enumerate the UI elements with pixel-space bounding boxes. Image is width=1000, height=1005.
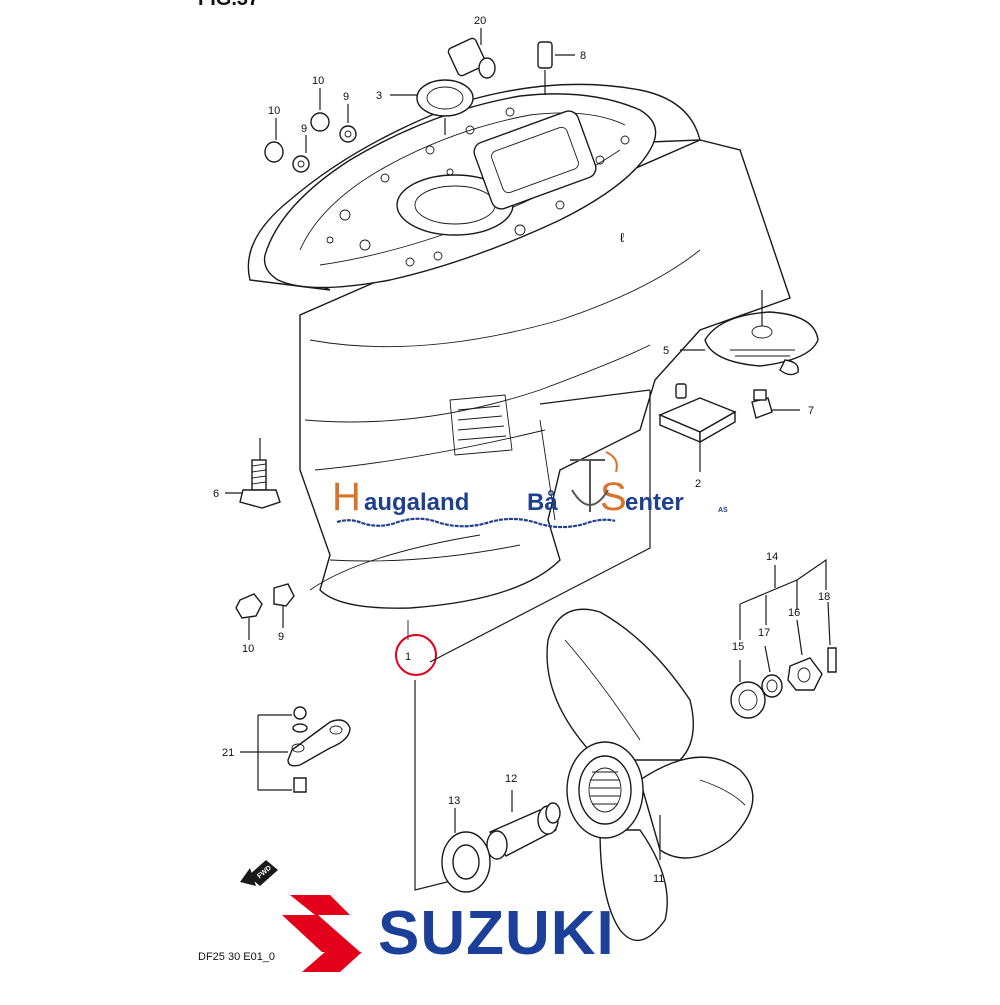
- part-8-pin: 8: [537, 41, 586, 95]
- figure-code: DF25 30 E01_0: [198, 951, 275, 963]
- parts-9-10-lower: 10 9: [235, 583, 295, 655]
- dealer-watermark: H augaland Bå S enter AS: [332, 451, 728, 529]
- callout-6: 6: [213, 488, 219, 500]
- svg-text:ℓ: ℓ: [620, 230, 625, 245]
- callout-3: 3: [376, 90, 382, 102]
- callout-16: 16: [788, 607, 800, 619]
- part-21-plate: 21: [222, 706, 351, 793]
- rope-line: [336, 517, 616, 529]
- callout-20: 20: [474, 15, 486, 27]
- callout-1-bracket: [414, 390, 651, 891]
- gear-case: ℓ: [247, 83, 791, 640]
- callout-18: 18: [818, 591, 830, 603]
- parts-9-10-upper: 10 10 9 9: [264, 75, 357, 173]
- part-6-bolt: 6: [213, 438, 281, 509]
- callout-15: 15: [732, 641, 744, 653]
- watermark-word-3: enter: [625, 489, 684, 516]
- watermark-word-1: augaland: [364, 489, 469, 516]
- part-20-plug: 20: [447, 15, 496, 79]
- callout-11: 11: [653, 873, 664, 885]
- callout-9-c: 9: [278, 631, 284, 643]
- watermark-word-2: Bå: [527, 489, 558, 516]
- part-12-spacer: 12: [486, 773, 561, 860]
- callout-10-c: 10: [242, 643, 254, 655]
- part-11-propeller: 11: [546, 608, 754, 942]
- callout-8: 8: [580, 50, 586, 62]
- callout-10-a: 10: [268, 105, 280, 117]
- suzuki-logo: SUZUKI: [282, 895, 615, 972]
- callout-12: 12: [505, 773, 517, 785]
- callout-17: 17: [758, 627, 770, 639]
- callout-2: 2: [695, 478, 701, 490]
- suzuki-s-mark: [282, 895, 362, 972]
- part-7-bolt: 7: [751, 389, 814, 419]
- callout-9-a: 9: [343, 91, 349, 103]
- callout-9-b: 9: [301, 123, 307, 135]
- watermark-initial-h: H: [332, 475, 361, 519]
- suzuki-wordmark: SUZUKI: [378, 899, 615, 968]
- callout-7: 7: [808, 405, 814, 417]
- anchor-icon: [570, 451, 618, 512]
- callout-1: 1: [405, 651, 411, 663]
- parts-14-18-nut-kit: 15 17 16 18 14: [730, 551, 837, 719]
- watermark-suffix: AS: [718, 507, 728, 514]
- part-13-washer: 13: [441, 795, 491, 893]
- watermark-initial-s: S: [600, 475, 627, 519]
- callout-10-b: 10: [312, 75, 324, 87]
- callout-5: 5: [663, 345, 669, 357]
- fwd-arrow: FWD: [240, 860, 278, 886]
- part-5-anode: 5: [663, 290, 819, 376]
- figure-title: FIG.37: [198, 0, 259, 10]
- callout-13: 13: [448, 795, 460, 807]
- callout-21: 21: [222, 747, 234, 759]
- highlight-circle: [395, 634, 437, 676]
- part-2-clip: 2: [658, 383, 737, 490]
- callout-14: 14: [766, 551, 778, 563]
- part-3-bearing: 3: [376, 79, 474, 135]
